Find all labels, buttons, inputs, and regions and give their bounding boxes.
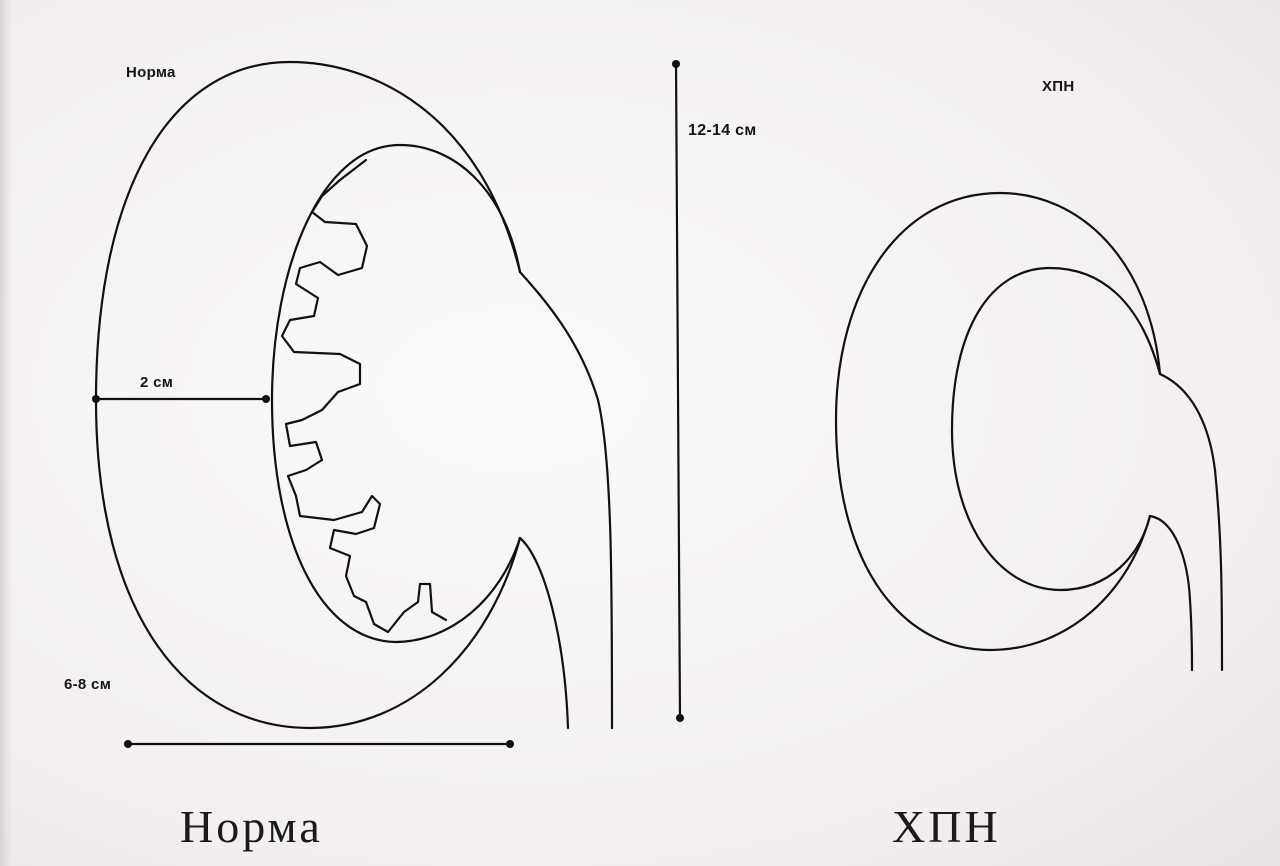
width-dimension-left-dot bbox=[124, 740, 132, 748]
length-dimension-top-dot bbox=[672, 60, 680, 68]
normal-caption: Норма bbox=[180, 800, 323, 853]
crf-caption: ХПН bbox=[892, 800, 1001, 853]
crf-kidney-inner-contour bbox=[952, 268, 1160, 590]
cortex-thickness-label: 2 см bbox=[140, 374, 173, 391]
cortex-dimension-left-dot bbox=[92, 395, 100, 403]
length-dimension-bottom-dot bbox=[676, 714, 684, 722]
length-label: 12-14 см bbox=[688, 122, 757, 140]
length-dimension-line bbox=[676, 62, 680, 720]
width-dimension-right-dot bbox=[506, 740, 514, 748]
crf-kidney-outer-contour bbox=[836, 193, 1160, 650]
crf-top-label: ХПН bbox=[1042, 78, 1075, 95]
normal-top-label: Норма bbox=[126, 64, 176, 81]
normal-kidney-inner-contour bbox=[272, 145, 520, 642]
cortex-dimension-right-dot bbox=[262, 395, 270, 403]
normal-ureter-outer bbox=[520, 272, 612, 728]
width-label: 6-8 см bbox=[64, 676, 111, 693]
normal-pyramids-border bbox=[282, 160, 446, 632]
normal-ureter-inner bbox=[520, 538, 568, 728]
crf-ureter-inner bbox=[1150, 516, 1192, 670]
